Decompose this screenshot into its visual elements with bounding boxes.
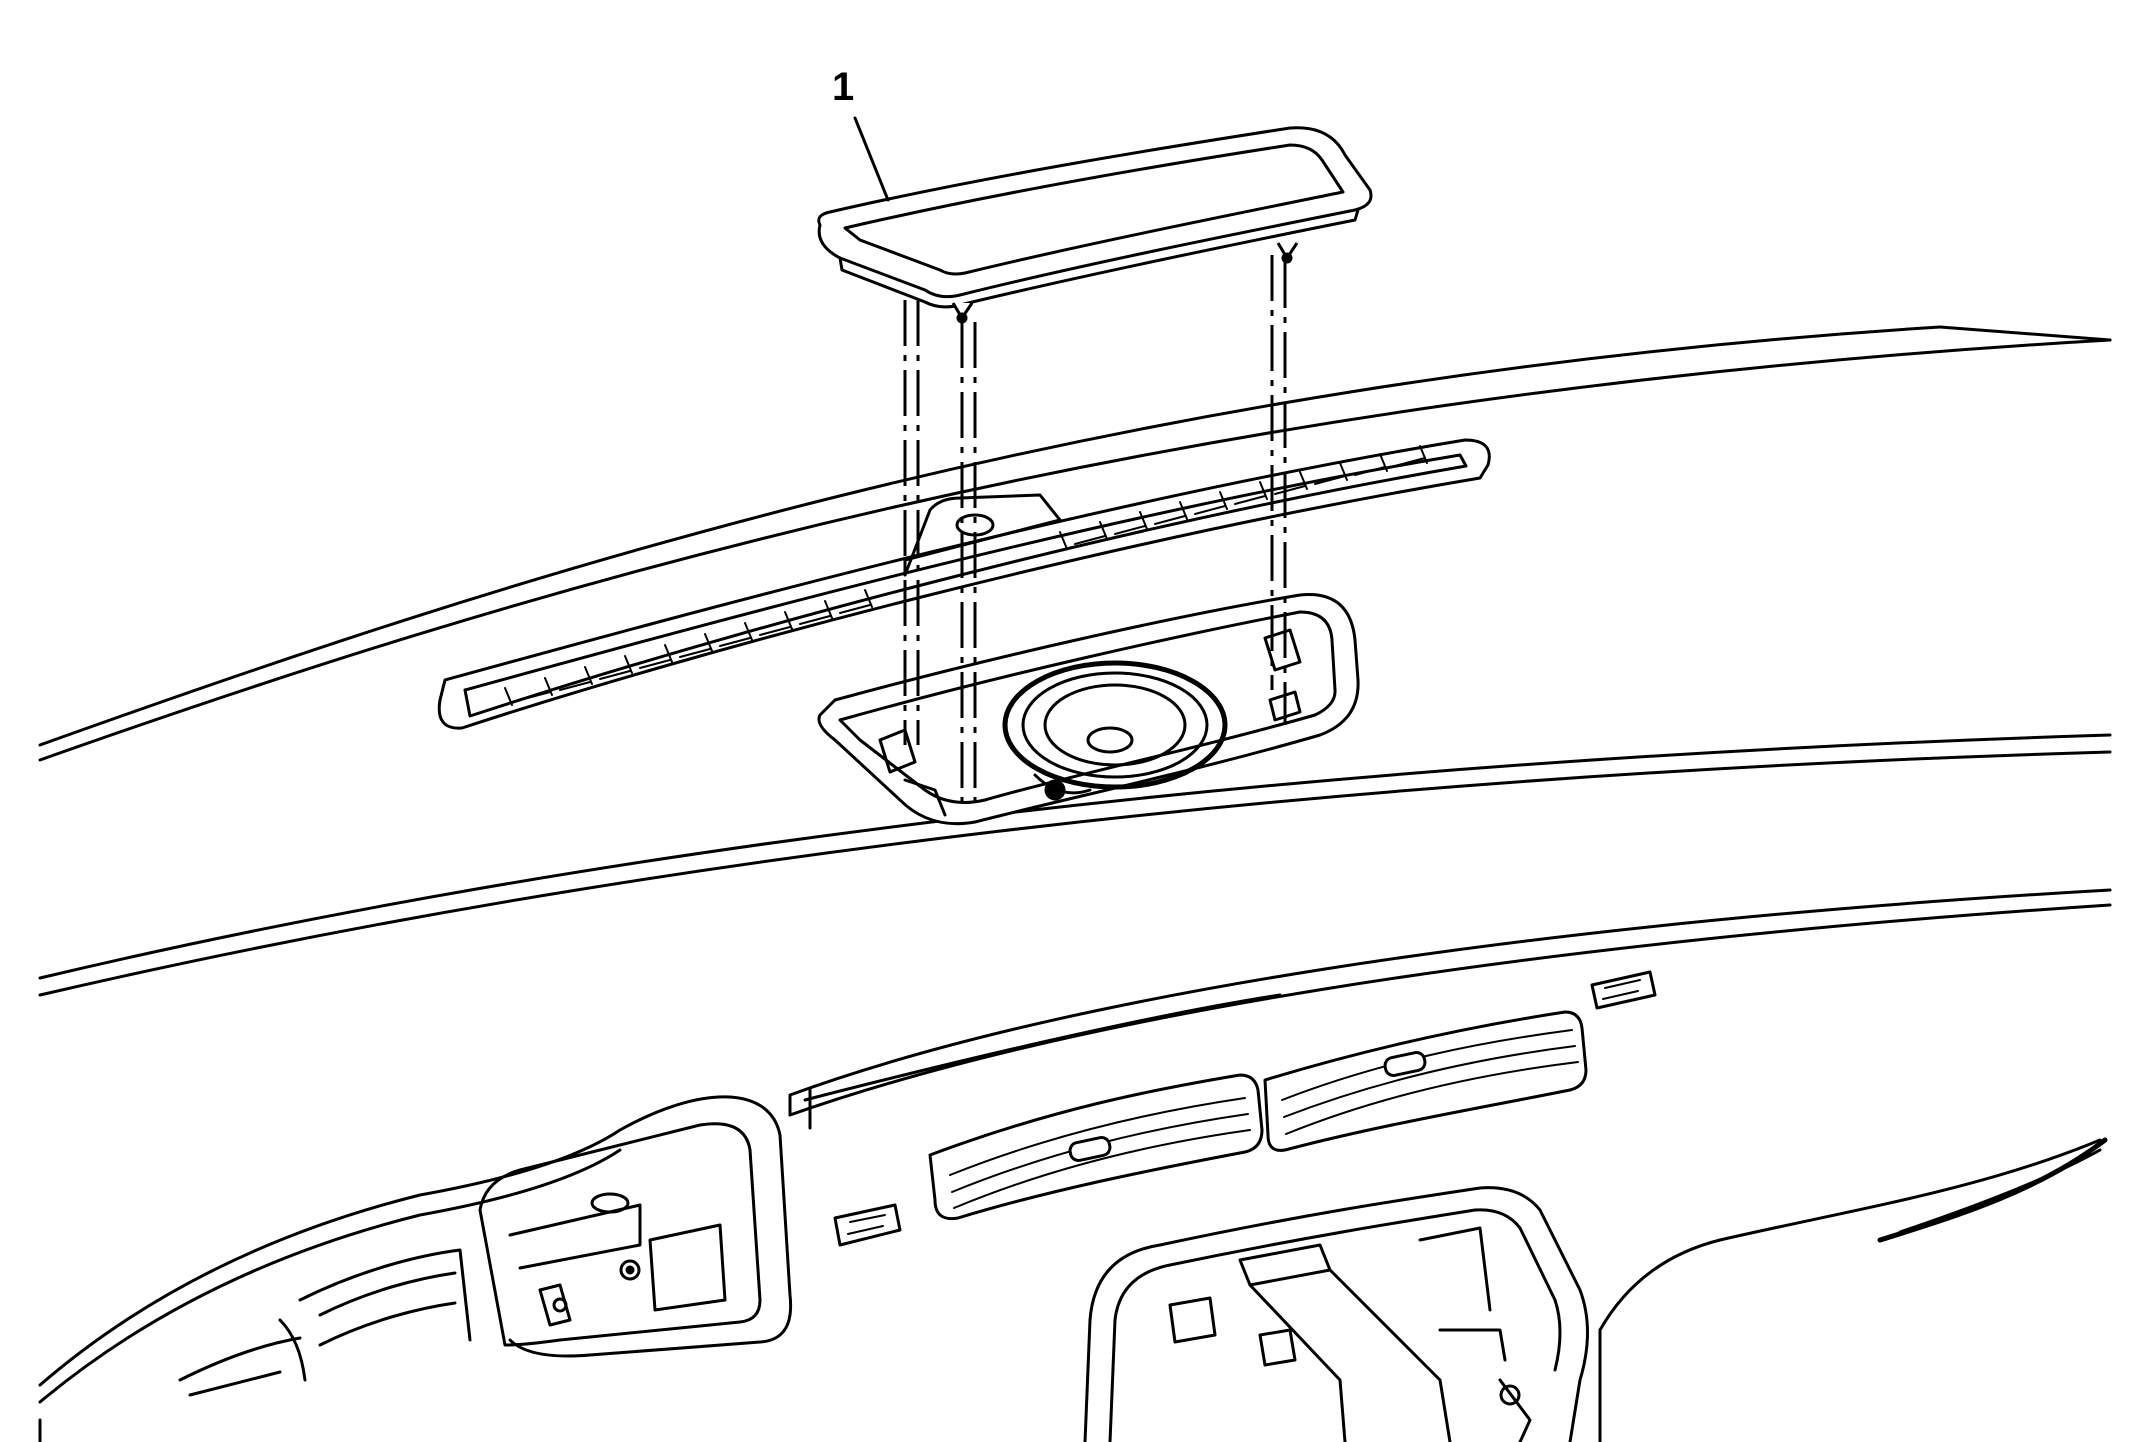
speaker-grille-cover	[817, 126, 1373, 324]
left-lower-panel	[38, 1336, 302, 1442]
retaining-clip-left	[951, 302, 974, 324]
clip-pocket-right	[1263, 628, 1302, 722]
cluster-internals	[508, 1192, 727, 1327]
center-console-opening	[1083, 1186, 1589, 1442]
instrument-cluster-bezel	[38, 1095, 793, 1442]
speaker-opening	[817, 593, 1360, 826]
retaining-clip-right	[1276, 242, 1299, 264]
console-internals	[1168, 1226, 1532, 1442]
center-air-vents	[928, 1010, 1588, 1221]
clip-pocket-left	[878, 728, 947, 817]
dash-right-edge	[1938, 325, 2112, 342]
right-vent-knob	[1383, 1051, 1427, 1077]
speaker-icon	[1002, 660, 1228, 801]
defroster-grille-slots	[504, 445, 1428, 706]
left-outer-vent	[278, 1248, 472, 1382]
hazard-switch-left	[833, 1203, 902, 1247]
defroster-grille	[437, 438, 1491, 730]
passenger-side-trim	[1598, 1137, 2108, 1442]
left-vent-knob	[1068, 1136, 1112, 1162]
callout-label: 1	[832, 65, 854, 109]
alignment-lines	[903, 255, 1287, 805]
callout-1: 1	[832, 65, 890, 202]
right-vent-louvers	[1281, 1029, 1579, 1135]
dash-panel-lower	[788, 888, 2112, 1130]
hazard-switch-right	[1590, 970, 1657, 1010]
